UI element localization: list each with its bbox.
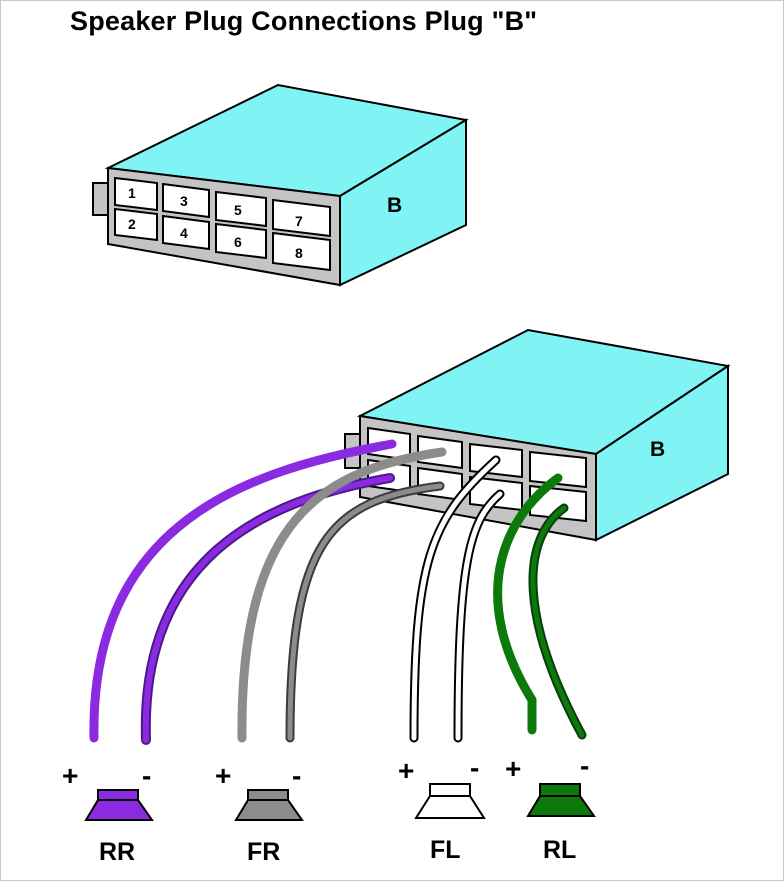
plus-sign: + (62, 760, 78, 791)
pin-box (215, 190, 267, 228)
wire-rl-plus (493, 473, 563, 735)
speaker-label: FR (247, 838, 280, 866)
pin-label: 4 (180, 225, 188, 241)
plus-sign: + (398, 755, 414, 786)
diagram-title: Speaker Plug Connections Plug "B" (70, 6, 538, 36)
pin-label: 8 (295, 245, 303, 261)
speaker-cone-icon (234, 799, 304, 821)
pin-label: 1 (128, 185, 136, 201)
speaker-cone-icon (414, 795, 486, 819)
wire-rl-minus (530, 505, 585, 738)
speaker-cone-icon (526, 795, 596, 817)
speaker-label: RL (543, 836, 576, 864)
minus-sign: - (470, 752, 479, 783)
wire-fr-plus (237, 447, 447, 743)
pin-label: 5 (234, 202, 242, 218)
speaker-rl: + - RL (505, 750, 596, 864)
wire-rr-plus (89, 439, 397, 743)
pin-box (215, 222, 267, 260)
speaker-magnet (539, 783, 581, 797)
speaker-label: FL (430, 836, 461, 864)
pin-box (272, 198, 331, 238)
speaker-fr: + - FR (215, 760, 304, 866)
pin-label: 3 (180, 193, 188, 209)
minus-sign: - (580, 750, 589, 781)
pin-box (162, 182, 210, 219)
minus-sign: - (142, 760, 151, 791)
pin-box (529, 450, 587, 489)
plus-sign: + (505, 753, 521, 784)
speaker-rr: + - RR (62, 760, 154, 866)
minus-sign: - (292, 760, 301, 791)
pin-box (114, 207, 158, 242)
speaker-magnet (429, 783, 471, 797)
wire-fl-minus (455, 491, 503, 741)
pin-box (114, 176, 158, 212)
speaker-fl: + - FL (398, 752, 486, 864)
pin-box (272, 231, 331, 272)
wire-fl-minus-edge (453, 489, 505, 743)
pin-label: 7 (295, 213, 303, 229)
wires (89, 439, 587, 745)
pin-box (162, 214, 210, 251)
speaker-cone-icon (84, 799, 154, 821)
speaker-label: RR (99, 838, 135, 866)
plus-sign: + (215, 760, 231, 791)
top-plug-pins (114, 176, 331, 272)
pin-label: 2 (128, 216, 136, 232)
wire-fr-minus (287, 483, 443, 741)
top-plug: 1 3 5 7 2 4 6 8 B (92, 83, 469, 287)
wire-fl-plus (411, 457, 499, 741)
pin-label: 6 (234, 234, 242, 250)
bottom-plug-letter: B (650, 438, 665, 461)
speaker-magnet (247, 789, 289, 801)
top-plug-letter: B (387, 194, 402, 217)
bottom-plug: B (344, 328, 731, 542)
speaker-magnet (97, 789, 139, 801)
